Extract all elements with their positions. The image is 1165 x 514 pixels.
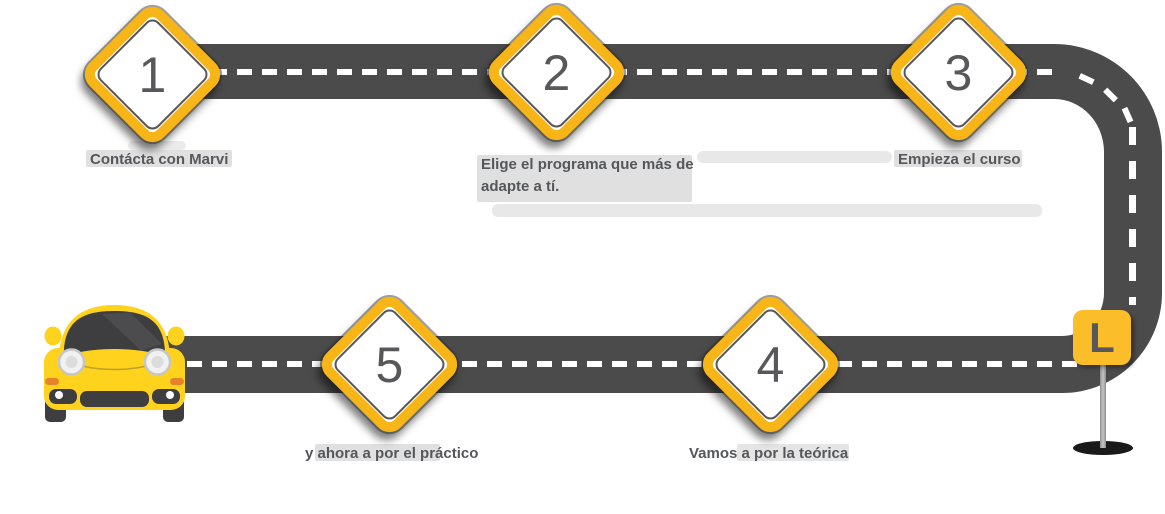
- car-headlight-left-inner: [65, 356, 78, 368]
- step-label-1: Contácta con Marvi: [90, 151, 229, 168]
- diamond-sign-4: 4: [696, 290, 845, 439]
- label-5-shadow-box: [315, 444, 440, 461]
- smudge-2: [697, 151, 892, 163]
- l-sign-letter: L: [1089, 313, 1115, 361]
- step-number-5: 5: [375, 336, 404, 393]
- car-foglamp-left-light: [55, 391, 63, 399]
- car-grille: [80, 391, 149, 407]
- car-mirror-right: [167, 326, 185, 346]
- road-dashes-bottom: [162, 361, 1078, 367]
- learner-l-sign: L: [1073, 310, 1131, 365]
- diamond-sign-1: 1: [78, 0, 227, 149]
- step-number-3: 3: [944, 44, 973, 101]
- label-3-shadow-box: [894, 150, 1022, 167]
- car-foglamp-left: [49, 389, 77, 404]
- diamond-sign-2: 2: [482, 0, 631, 147]
- label-4-shadow-box: [737, 444, 849, 461]
- label-2-shadow-box: [477, 155, 692, 202]
- car-indicator-right: [170, 378, 184, 385]
- road-dashes-vertical: [1129, 127, 1136, 305]
- step-number-4: 4: [756, 336, 785, 393]
- step-label-3: Empieza el curso: [898, 151, 1021, 168]
- car-foglamp-right-light: [166, 391, 174, 399]
- step-label-2-line-1: Elige el programa que más de: [481, 156, 694, 173]
- label-1-shadow-box: [86, 150, 232, 167]
- step-marker-5: 5: [315, 290, 464, 439]
- sign-pole: [1100, 363, 1106, 448]
- car-foglamp-right: [152, 389, 180, 404]
- smudge-3: [492, 204, 1042, 217]
- step-label-5: y ahora a por el práctico: [305, 445, 479, 462]
- step-label-2-line-2: adapte a tí.: [481, 178, 560, 195]
- car-illustration: [44, 305, 185, 422]
- car-headlight-right-inner: [151, 356, 164, 368]
- car-windshield-reflection: [102, 312, 162, 351]
- step-label-4: Vamos a por la teórica: [689, 445, 849, 462]
- step-marker-3: 3: [884, 0, 1033, 147]
- step-marker-4: 4: [696, 290, 845, 439]
- step-number-1: 1: [138, 46, 167, 103]
- step-number-2: 2: [542, 44, 571, 101]
- diamond-sign-5: 5: [315, 290, 464, 439]
- step-label-2: Elige el programa que más de adapte a tí…: [481, 154, 694, 198]
- sign-ground-shadow: [1073, 441, 1133, 455]
- car-indicator-left: [45, 378, 59, 385]
- step-marker-1: 1: [78, 0, 227, 149]
- diamond-sign-3: 3: [884, 0, 1033, 147]
- car-mirror-left: [44, 326, 62, 346]
- step-marker-2: 2: [482, 0, 631, 147]
- smudge-1: [128, 141, 186, 150]
